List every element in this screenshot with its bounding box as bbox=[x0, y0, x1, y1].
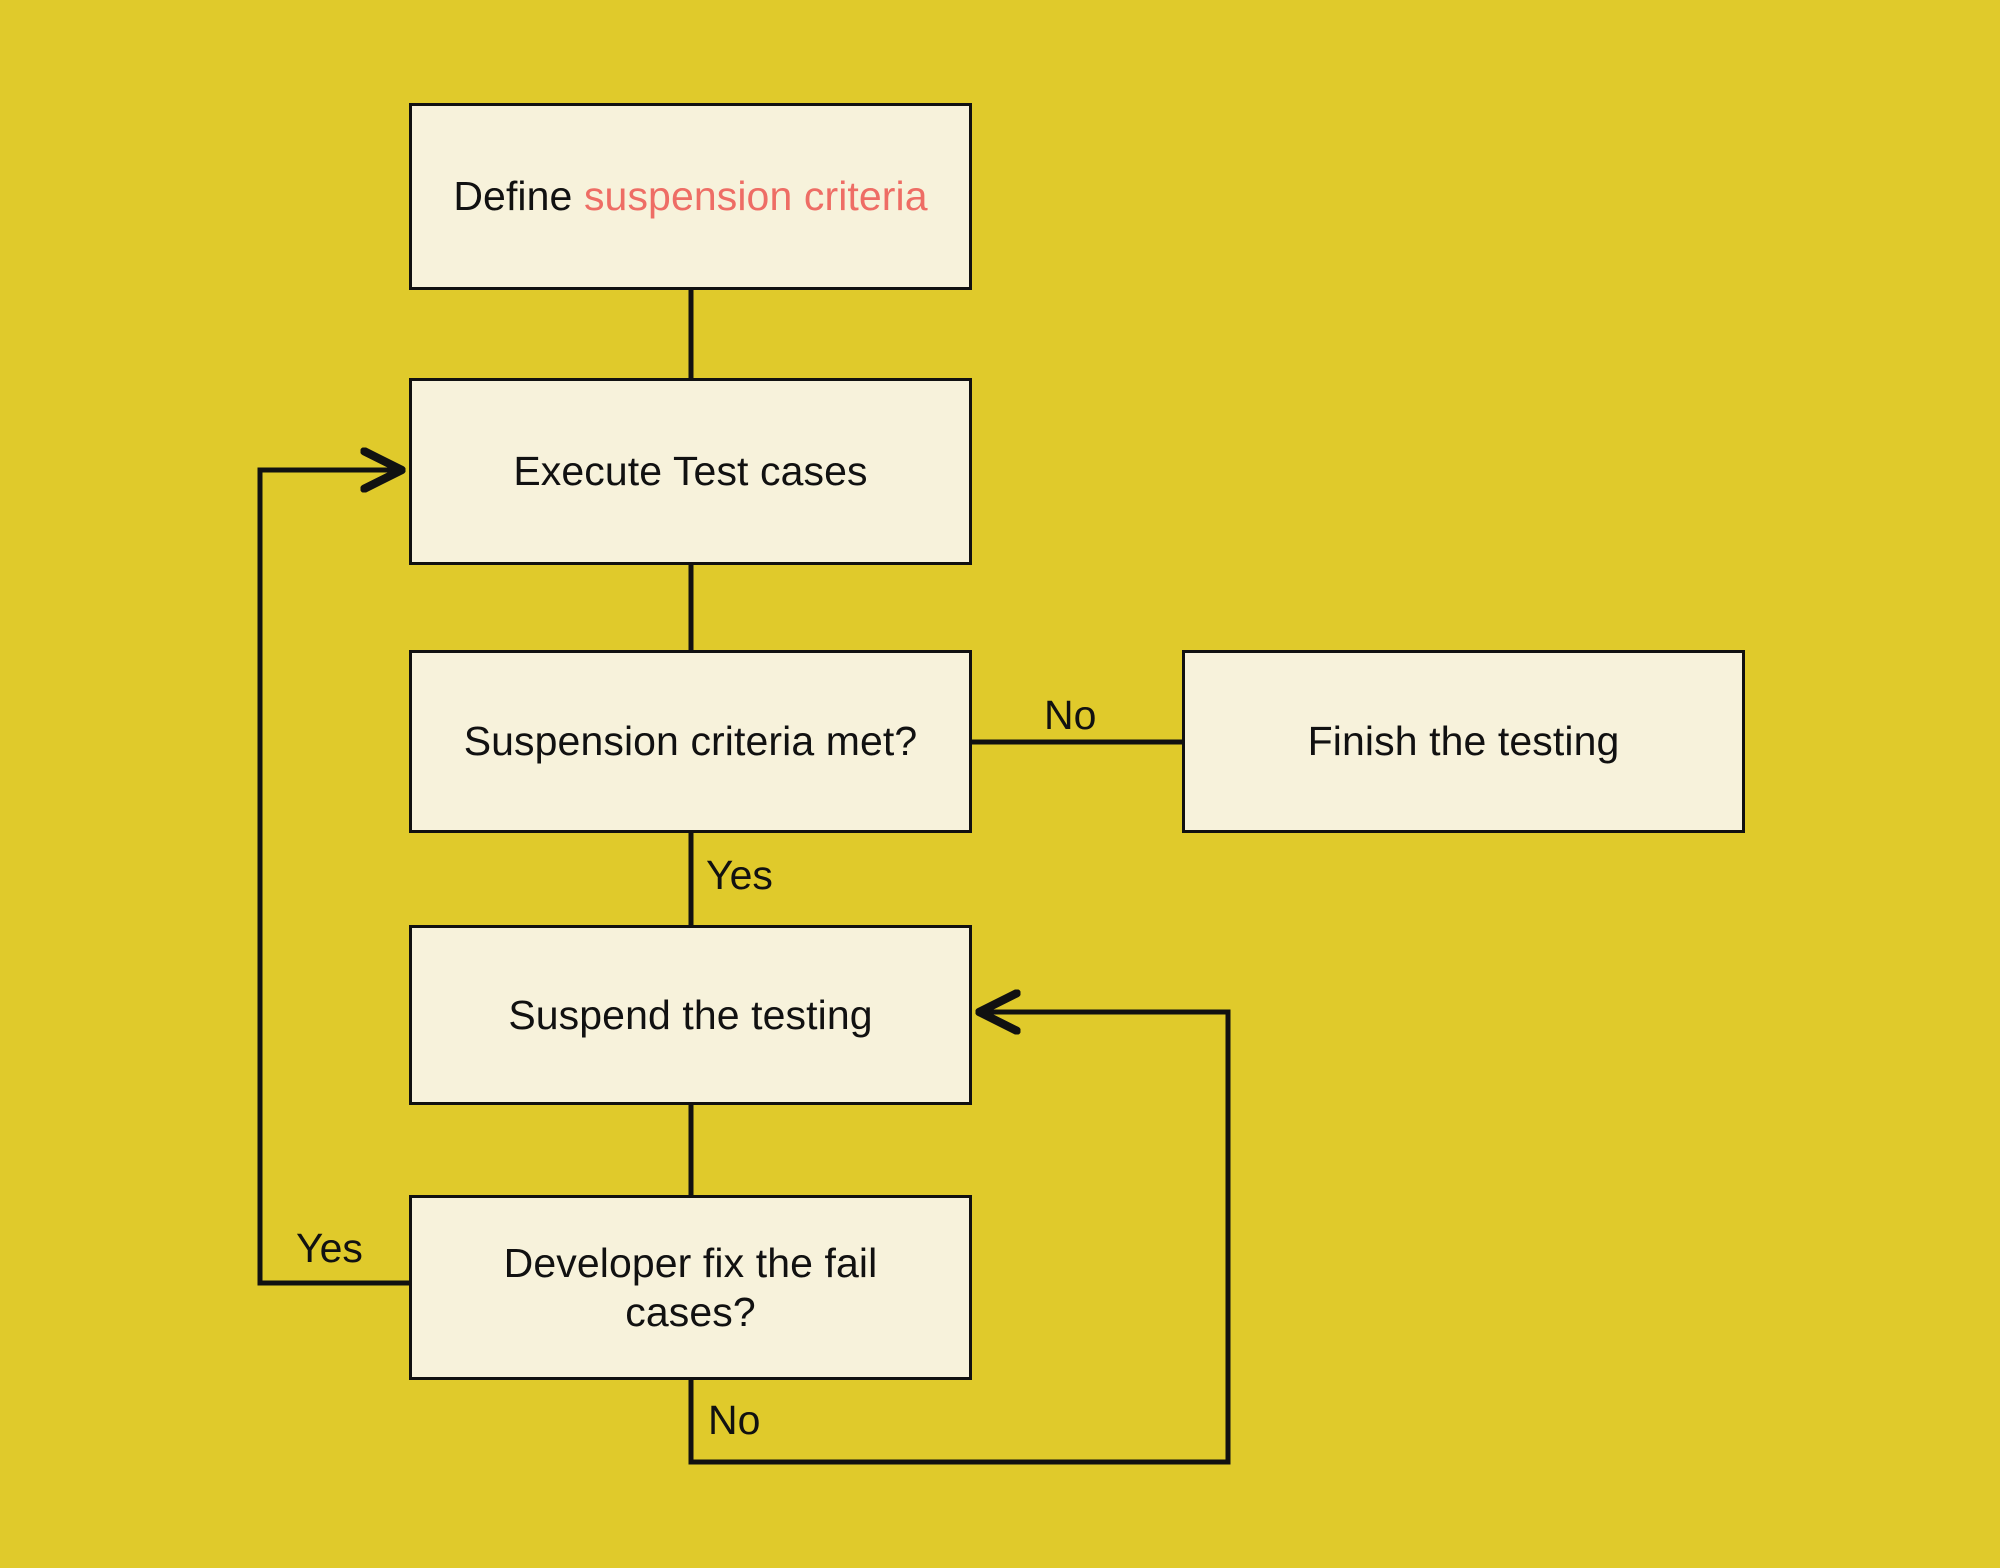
node-define-label: Define suspension criteria bbox=[427, 172, 953, 220]
node-define-label-lead: Define bbox=[453, 173, 584, 220]
edge-label-developer-no: No bbox=[708, 1397, 761, 1443]
node-define-label-accent: suspension criteria bbox=[583, 173, 928, 220]
node-developer-label: Developer fix the fail cases? bbox=[503, 1240, 878, 1335]
node-execute-test-cases[interactable]: Execute Test cases bbox=[409, 378, 972, 565]
node-finish-the-testing[interactable]: Finish the testing bbox=[1182, 650, 1745, 833]
node-define-suspension-criteria[interactable]: Define suspension criteria bbox=[409, 103, 972, 290]
node-developer-fix-the-fail-cases[interactable]: Developer fix the fail cases? bbox=[409, 1195, 972, 1380]
node-finish-label: Finish the testing bbox=[1307, 718, 1620, 765]
node-suspension-criteria-met[interactable]: Suspension criteria met? bbox=[409, 650, 972, 833]
edge-label-criteria-yes: Yes bbox=[706, 852, 773, 898]
node-suspend-label: Suspend the testing bbox=[508, 991, 873, 1038]
node-suspend-the-testing[interactable]: Suspend the testing bbox=[409, 925, 972, 1105]
edge-label-criteria-no: No bbox=[1044, 692, 1097, 738]
node-execute-label: Execute Test cases bbox=[513, 448, 868, 495]
node-criteria-label: Suspension criteria met? bbox=[463, 718, 918, 765]
edge-label-developer-yes: Yes bbox=[296, 1225, 363, 1271]
edge-developer-yes-to-execute bbox=[257, 470, 412, 1286]
